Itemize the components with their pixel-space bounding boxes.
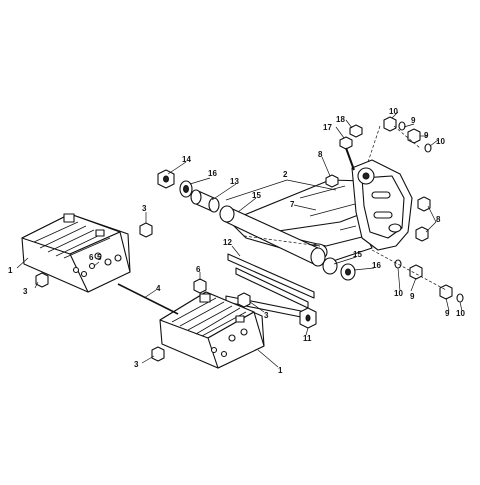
callout-16-left: 16: [208, 169, 217, 178]
callout-1-lower: 1: [278, 366, 283, 375]
callout-3-left: 3: [23, 287, 28, 296]
callout-7: 7: [290, 200, 295, 209]
callout-labels: 1 1 2 3 3 3 3 4 5 6 6 7 8 8 9 9 9 9 10 1…: [8, 107, 465, 375]
callout-6-lower: 6: [196, 265, 201, 274]
footrest-bracket-lower: [159, 291, 265, 369]
callout-6-center: 6: [89, 253, 94, 262]
callout-16-right: 16: [372, 261, 381, 270]
callout-3-lower-right: 3: [264, 311, 269, 320]
callout-10-top: 10: [389, 107, 398, 116]
callout-8-right: 8: [436, 215, 441, 224]
pivot-tube-assembly: [157, 169, 356, 281]
footrest-bracket-upper: [21, 213, 131, 293]
callout-18: 18: [336, 115, 345, 124]
callout-12: 12: [223, 238, 232, 247]
callout-10-bottom: 10: [456, 309, 465, 318]
callout-10-middle: 10: [394, 289, 403, 298]
callout-3-upper: 3: [142, 204, 147, 213]
callout-17: 17: [323, 123, 332, 132]
long-bolt-and-rod: [225, 253, 317, 329]
callout-10-right: 10: [436, 137, 445, 146]
callout-8-top: 8: [318, 150, 323, 159]
callout-11: 11: [303, 334, 312, 343]
callout-14: 14: [182, 155, 191, 164]
callout-9-top: 9: [411, 116, 416, 125]
leader-lines: [16, 111, 463, 368]
callout-2: 2: [283, 170, 288, 179]
callout-9-bottom: 9: [445, 309, 450, 318]
callout-3-lower-left: 3: [134, 360, 139, 369]
callout-15-left: 15: [252, 191, 261, 200]
callout-5: 5: [97, 253, 102, 262]
fasteners: [35, 116, 464, 362]
callout-4: 4: [156, 284, 161, 293]
callout-13: 13: [230, 177, 239, 186]
callout-9-right: 9: [424, 131, 429, 140]
callout-9-middle: 9: [410, 292, 415, 301]
callout-15-right: 15: [353, 250, 362, 259]
connecting-rod: [117, 283, 179, 315]
alignment-lines: [243, 125, 447, 291]
callout-1-upper: 1: [8, 266, 13, 275]
swing-arm: [231, 159, 413, 263]
